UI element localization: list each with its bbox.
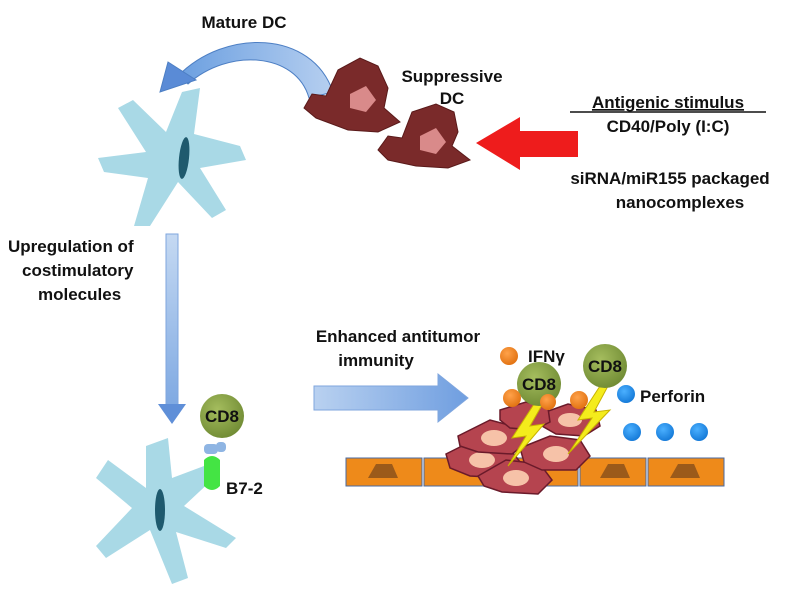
perforin-dot — [623, 423, 641, 441]
cd8-label: CD8 — [588, 357, 622, 376]
cd8-cell — [583, 344, 627, 388]
mature-dc-bottom — [96, 438, 236, 584]
perforin-dot — [690, 423, 708, 441]
mature-dc-nucleus — [155, 489, 165, 531]
mature-dc-nucleus — [178, 137, 190, 179]
upregulation-label-line3: molecules — [38, 285, 121, 304]
immunity-horizontal-arrow — [313, 372, 469, 424]
cd8-label: CD8 — [522, 375, 556, 394]
enhanced-immunity-label-line2: immunity — [338, 351, 414, 370]
suppressive-dc-nucleus — [420, 128, 446, 154]
ifng-molecules — [500, 347, 588, 410]
upregulation-label-line2: costimulatory — [22, 261, 134, 280]
mature-dc-body — [98, 88, 246, 226]
sirna-label-line2: nanocomplexes — [616, 193, 745, 212]
sirna-label-line1: siRNA/miR155 packaged — [570, 169, 769, 188]
cd8-t-cell-with-dc: CD8 — [200, 394, 244, 490]
cd40-polyic-label: CD40/Poly (I:C) — [607, 117, 730, 136]
perforin-dot — [656, 423, 674, 441]
mature-dc-label: Mature DC — [201, 13, 286, 32]
perforin-dot — [617, 385, 635, 403]
antigenic-stimulus-label: Antigenic stimulus — [592, 93, 744, 112]
lightning-bolt-icon — [567, 385, 612, 455]
cd8-label: CD8 — [205, 407, 239, 426]
ifng-dot — [500, 347, 518, 365]
suppressive-dc-label-line1: Suppressive — [401, 67, 502, 86]
upregulation-label-line1: Upregulation of — [8, 237, 134, 256]
ifng-dot — [540, 394, 556, 410]
suppressive-dc-label-line2: DC — [440, 89, 465, 108]
suppressive-dc-lower — [377, 103, 472, 169]
mature-dc-top — [98, 88, 246, 226]
upregulation-vertical-arrow — [158, 233, 186, 424]
b7-2-label: B7-2 — [226, 479, 263, 498]
maturation-curved-arrow — [159, 41, 334, 99]
perforin-molecules — [617, 385, 708, 441]
cd8-cell — [200, 394, 244, 438]
perforin-label: Perforin — [640, 387, 705, 406]
ifng-label: IFNγ — [528, 347, 565, 366]
tcr-receptor — [216, 442, 226, 452]
stimulus-red-arrow — [476, 117, 578, 170]
ifng-dot — [503, 389, 521, 407]
tcr-receptor — [204, 444, 218, 454]
enhanced-immunity-label-line1: Enhanced antitumor — [316, 327, 481, 346]
ifng-dot — [570, 391, 588, 409]
b7-2-molecule — [204, 456, 220, 490]
suppressive-dc-upper — [303, 57, 401, 133]
suppressive-dc-nucleus — [350, 86, 376, 112]
